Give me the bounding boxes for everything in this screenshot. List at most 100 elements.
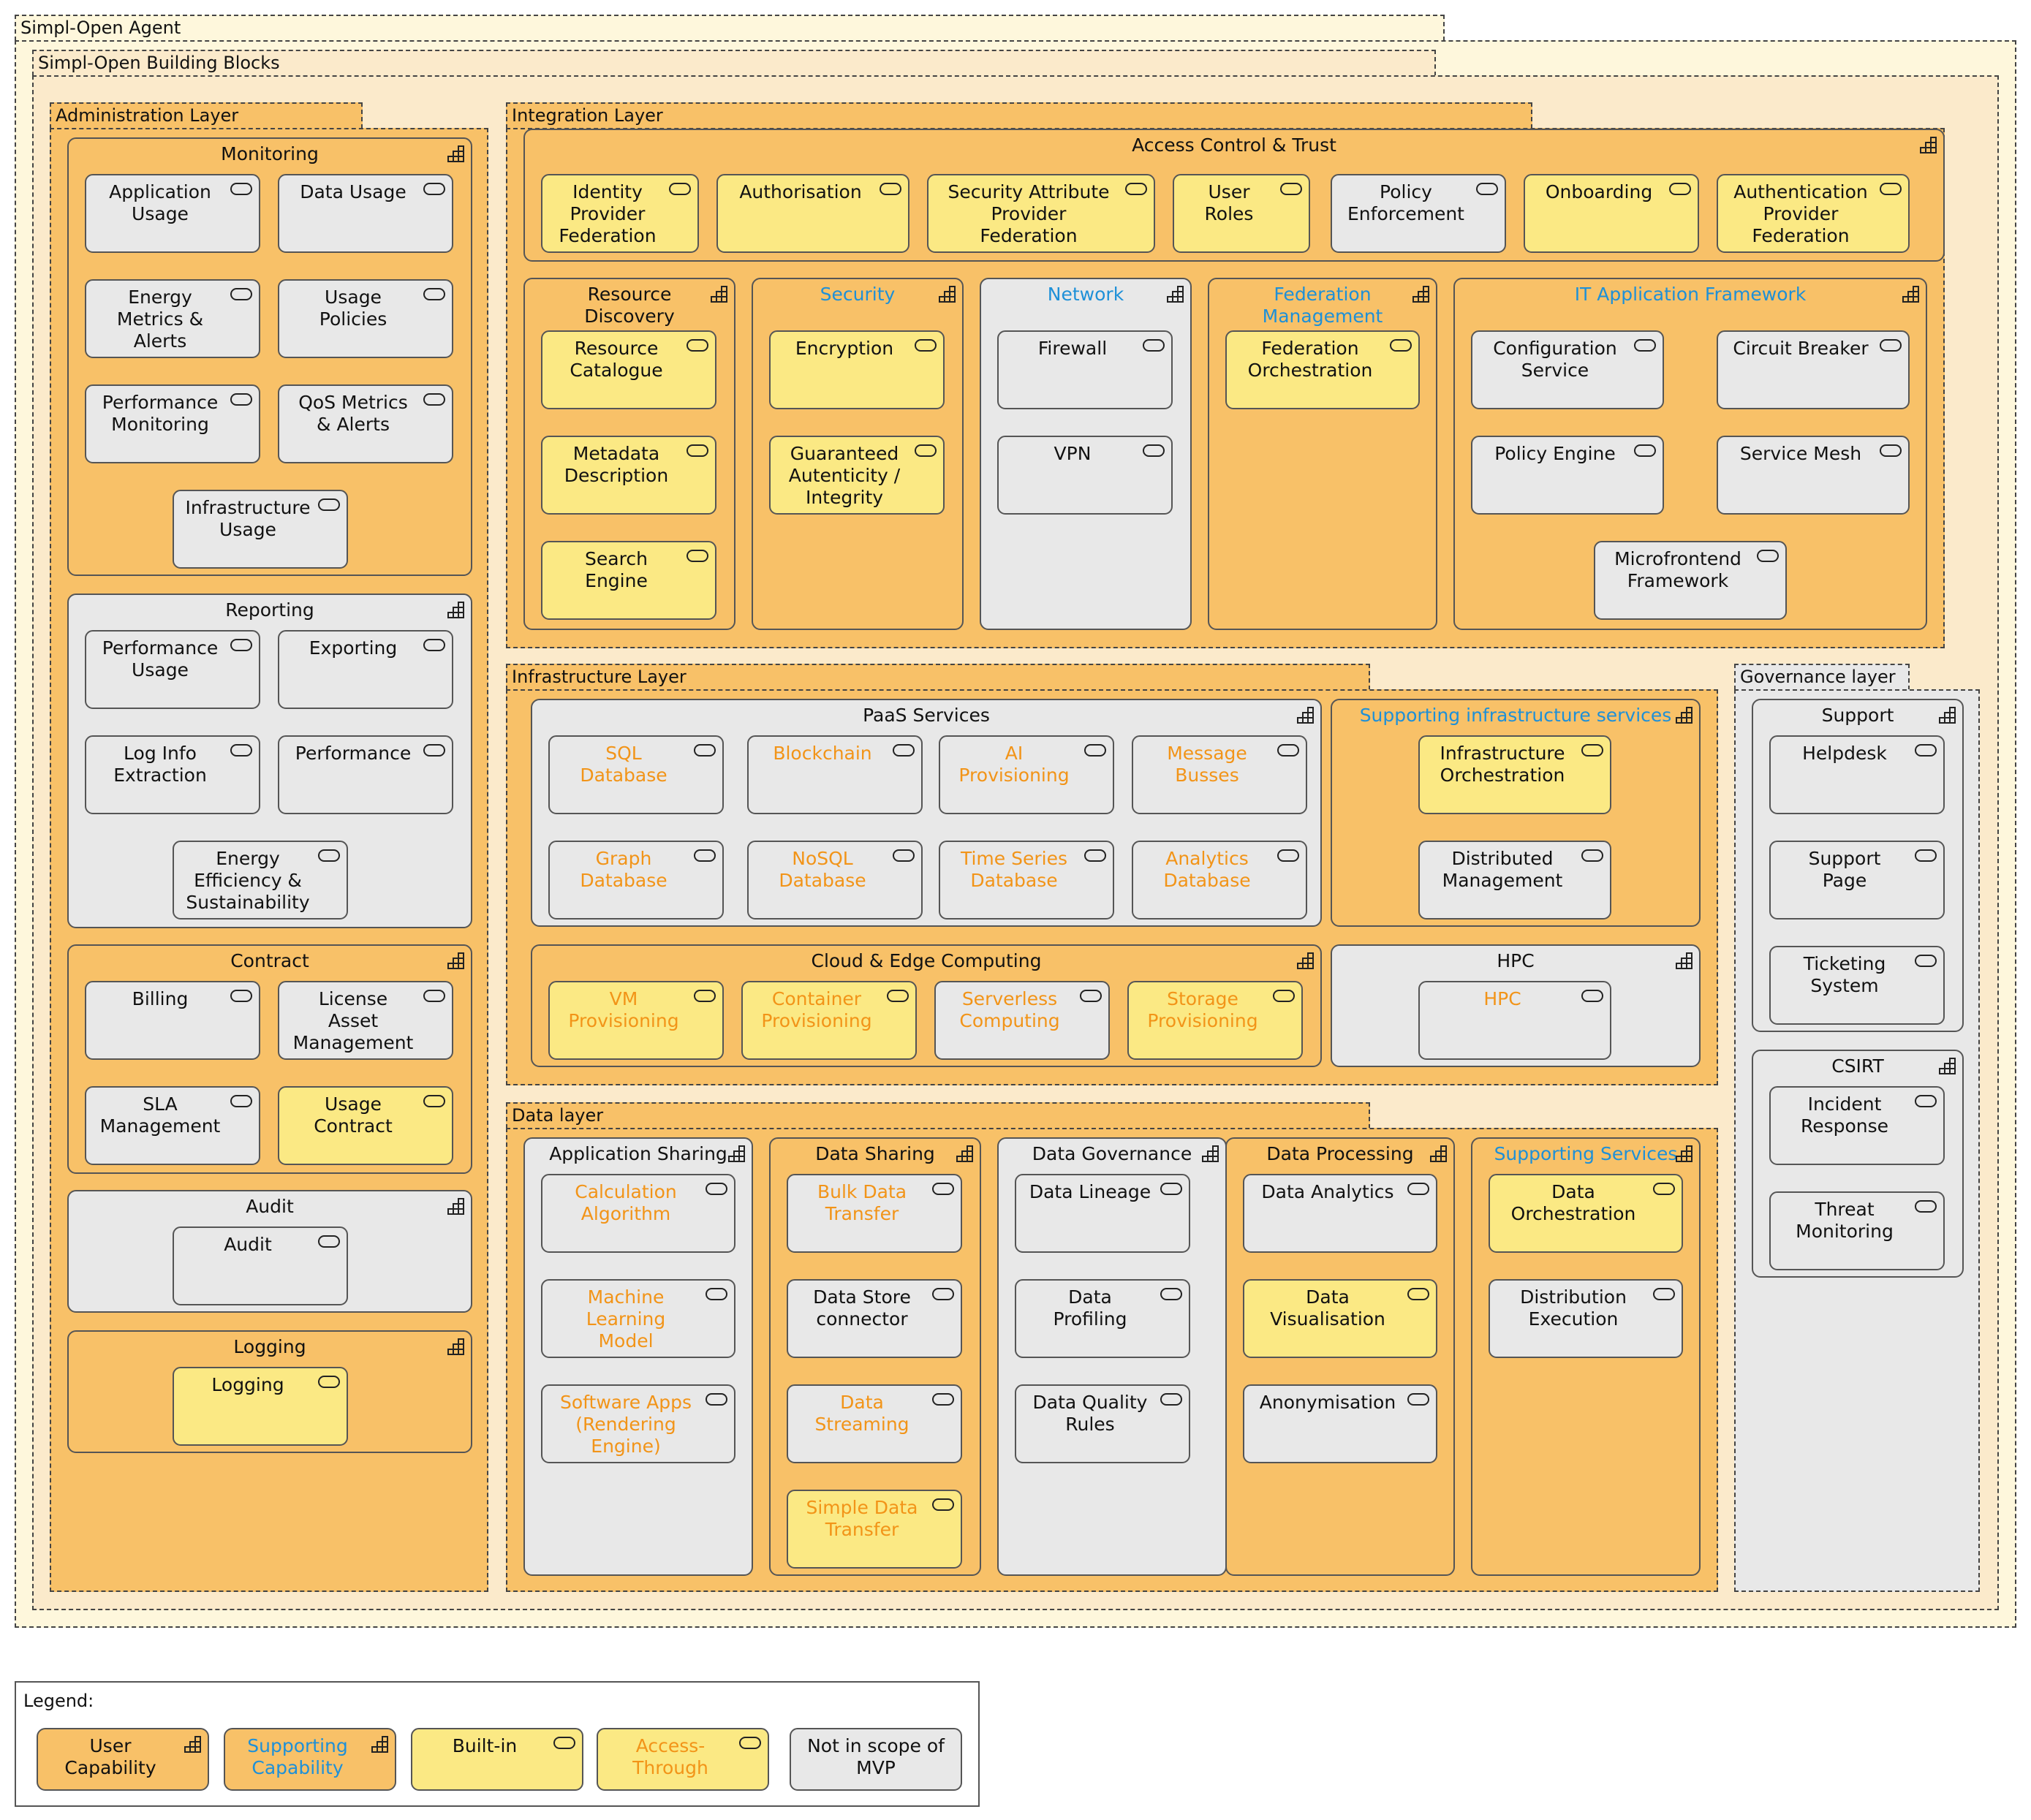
capability-title: Supporting infrastructure services: [1359, 705, 1672, 726]
component-distributed-management: Distributed Management: [1418, 841, 1611, 920]
capability-icon: [447, 1338, 464, 1355]
component-label: AI Provisioning: [958, 743, 1070, 786]
capability-title: Security: [820, 284, 896, 305]
component-icon: [1757, 550, 1779, 562]
component-sla-management: SLA Management: [85, 1086, 260, 1165]
capability-title: Support: [1821, 705, 1894, 726]
capability-icon: [939, 286, 956, 303]
component-icon: [1634, 339, 1656, 352]
component-label: Authorisation: [739, 181, 862, 202]
component-label: Software Apps (Rendering Engine): [559, 1392, 692, 1457]
component-icon: [318, 1376, 340, 1388]
component-label: Security Attribute Provider Federation: [948, 181, 1110, 246]
component-billing: Billing: [85, 981, 260, 1060]
component-icon: [1407, 1393, 1429, 1406]
component-icon: [706, 1288, 727, 1300]
legend-item-supporting: Supporting Capability: [224, 1728, 396, 1791]
capability-title: CSIRT: [1831, 1055, 1884, 1077]
component-sql-database: SQL Database: [548, 735, 724, 814]
component-ai-provisioning: AI Provisioning: [939, 735, 1114, 814]
component-distribution-execution: Distribution Execution: [1489, 1279, 1683, 1358]
component-icon: [893, 849, 915, 862]
capability-icon: [1202, 1145, 1219, 1162]
capability-title: Resource Discovery: [584, 284, 675, 327]
component-icon: [932, 1183, 954, 1195]
component-security-attribute-provider-federation: Security Attribute Provider Federation: [927, 174, 1155, 253]
component-icon: [1880, 339, 1902, 352]
component-data-streaming: Data Streaming: [787, 1384, 962, 1463]
capability-icon: [728, 1145, 745, 1162]
component-icon: [1407, 1288, 1429, 1300]
component-icon: [1880, 444, 1902, 457]
integration-layer-tab: Integration Layer: [506, 102, 1532, 129]
component-label: Federation Orchestration: [1247, 338, 1373, 381]
component-authorisation: Authorisation: [716, 174, 909, 253]
component-icon: [932, 1288, 954, 1300]
component-icon: [1915, 1200, 1937, 1213]
component-icon: [1160, 1183, 1182, 1195]
component-label: Policy Enforcement: [1347, 181, 1464, 224]
component-label: Container Provisioning: [761, 988, 872, 1031]
component-label: Anonymisation: [1259, 1392, 1396, 1413]
component-incident-response: Incident Response: [1769, 1086, 1945, 1165]
capability-title: Network: [1047, 284, 1124, 305]
component-label: Data Orchestration: [1510, 1181, 1636, 1224]
component-label: SQL Database: [580, 743, 667, 786]
component-label: SLA Management: [99, 1093, 221, 1137]
component-label: Simple Data Transfer: [806, 1497, 918, 1540]
component-icon: [1125, 183, 1147, 195]
capability-icon: [1676, 707, 1692, 724]
component-icon: [230, 639, 252, 651]
component-exporting: Exporting: [278, 630, 453, 709]
component-qos-metrics-alerts: QoS Metrics & Alerts: [278, 384, 453, 463]
component-policy-enforcement: Policy Enforcement: [1331, 174, 1506, 253]
component-label: Logging: [211, 1374, 284, 1395]
component-icon: [1915, 1095, 1937, 1107]
component-icon: [1084, 744, 1106, 757]
component-blockchain: Blockchain: [747, 735, 923, 814]
capability-icon: [1920, 137, 1937, 153]
component-usage-policies: Usage Policies: [278, 279, 453, 358]
capability-icon: [184, 1736, 201, 1753]
component-icon: [1581, 990, 1603, 1002]
component-authentication-provider-federation: Authentication Provider Federation: [1717, 174, 1910, 253]
capability-title: Application Sharing: [549, 1143, 727, 1164]
component-icon: [687, 550, 708, 562]
capability-icon: [1297, 707, 1314, 724]
legend-item-built-in: Built-in: [411, 1728, 583, 1791]
component-data-lineage: Data Lineage: [1015, 1174, 1190, 1253]
component-application-usage: Application Usage: [85, 174, 260, 253]
administration-layer-tab: Administration Layer: [50, 102, 363, 129]
component-label: Support Page: [1808, 848, 1881, 891]
component-license-asset-management: License Asset Management: [278, 981, 453, 1060]
component-label: Data Lineage: [1029, 1181, 1151, 1202]
component-label: Billing: [132, 988, 189, 1009]
component-label: Log Info Extraction: [113, 743, 207, 786]
component-icon: [1581, 849, 1603, 862]
capability-icon: [956, 1145, 973, 1162]
component-label: Threat Monitoring: [1796, 1199, 1894, 1242]
component-label: VM Provisioning: [568, 988, 679, 1031]
component-graph-database: Graph Database: [548, 841, 724, 920]
component-ticketing-system: Ticketing System: [1769, 946, 1945, 1025]
capability-title: HPC: [1497, 950, 1535, 971]
component-icon: [915, 339, 937, 352]
component-data-usage: Data Usage: [278, 174, 453, 253]
component-icon: [915, 444, 937, 457]
component-calculation-algorithm: Calculation Algorithm: [541, 1174, 735, 1253]
component-circuit-breaker: Circuit Breaker: [1717, 330, 1910, 409]
component-label: Infrastructure Usage: [185, 497, 311, 540]
component-nosql-database: NoSQL Database: [747, 841, 923, 920]
component-icon: [932, 1498, 954, 1511]
component-label: Encryption: [795, 338, 894, 359]
capability-icon: [447, 145, 464, 162]
component-icon: [423, 639, 445, 651]
component-label: Distribution Execution: [1520, 1286, 1627, 1330]
component-container-provisioning: Container Provisioning: [741, 981, 917, 1060]
component-label: Data Usage: [300, 181, 406, 202]
component-time-series-database: Time Series Database: [939, 841, 1114, 920]
component-icon: [553, 1737, 575, 1749]
component-icon: [1653, 1288, 1675, 1300]
component-label: Helpdesk: [1802, 743, 1887, 764]
legend-label: Not in scope of MVP: [807, 1735, 945, 1778]
